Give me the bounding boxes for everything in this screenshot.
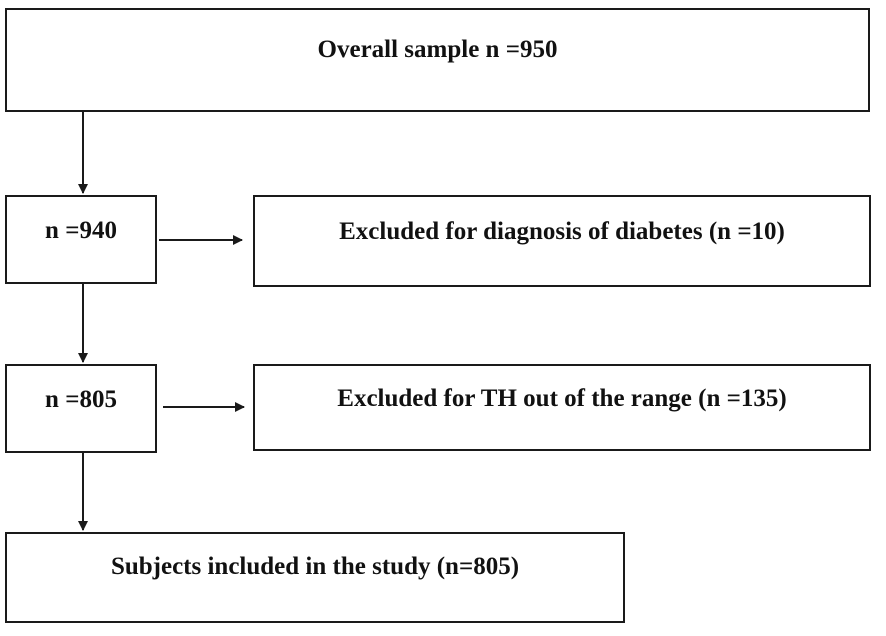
overall-sample-label: Overall sample n =950 (317, 36, 558, 63)
th-exclusion-label: Excluded for TH out of the range (n =135… (337, 385, 787, 412)
step1-count-box: n =940 (5, 195, 157, 284)
diabetes-exclusion-box: Excluded for diagnosis of diabetes (n =1… (253, 195, 871, 287)
th-exclusion-box: Excluded for TH out of the range (n =135… (253, 364, 871, 451)
included-subjects-box: Subjects included in the study (n=805) (5, 532, 625, 623)
step1-count-label: n =940 (45, 217, 117, 244)
included-subjects-label: Subjects included in the study (n=805) (110, 553, 520, 580)
overall-sample-box: Overall sample n =950 (5, 8, 870, 112)
step2-count-box: n =805 (5, 364, 157, 453)
diabetes-exclusion-label: Excluded for diagnosis of diabetes (n =1… (339, 218, 785, 245)
step2-count-label: n =805 (45, 386, 117, 413)
